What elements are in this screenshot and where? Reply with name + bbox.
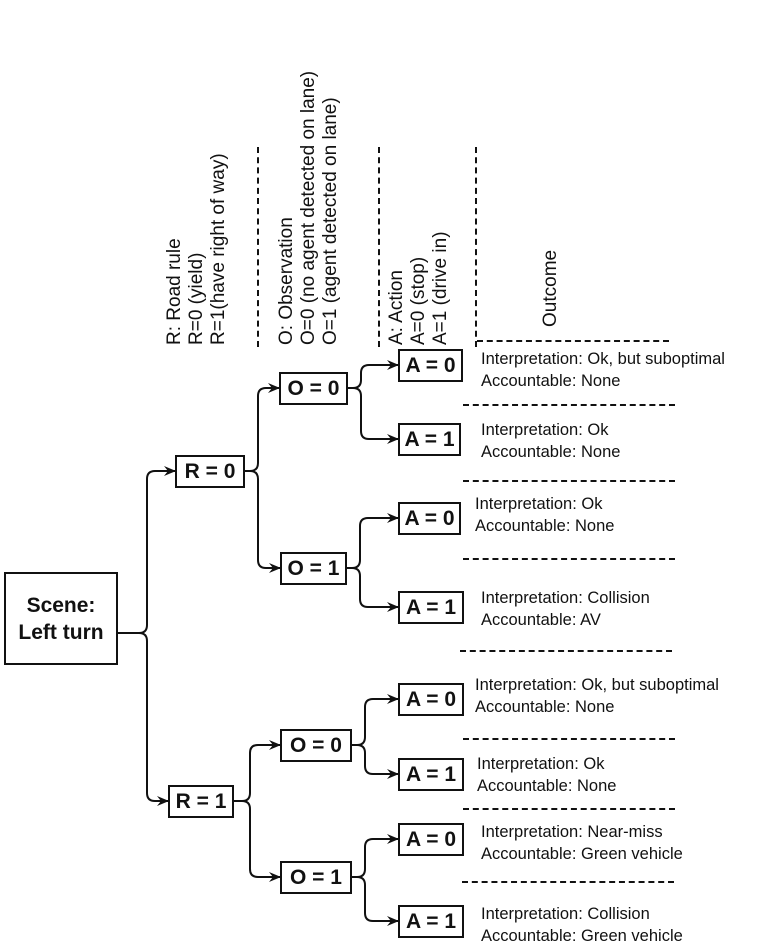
action-node-r1-o1-a0: A = 0 [398, 823, 464, 856]
accountable-text: Accountable: None [481, 372, 621, 390]
interpretation-text: Interpretation: Ok [481, 421, 609, 439]
edge-r0-o1-to-a0 [347, 513, 399, 569]
outcome-5: Interpretation: Ok, but suboptimal Accou… [475, 674, 719, 718]
outcome-separator [463, 558, 675, 560]
action-node-r0-o0-a1: A = 1 [398, 423, 461, 456]
edge-r1-o0-to-a1 [352, 744, 399, 779]
outcome-7: Interpretation: Near-miss Accountable: G… [481, 821, 683, 865]
outcome-3: Interpretation: Ok Accountable: None [475, 493, 614, 537]
scene-node-title: Scene: [26, 593, 96, 617]
road-rule-legend-title: R: Road rule [164, 238, 185, 345]
observation-node-r1-o0: O = 0 [280, 729, 352, 762]
action-node-r0-o0-a0: A = 0 [398, 349, 463, 382]
action-node-r0-o1-a1: A = 1 [398, 591, 464, 624]
interpretation-text: Interpretation: Ok [475, 495, 603, 513]
accountable-text: Accountable: AV [481, 611, 601, 629]
outcome-separator [463, 738, 675, 740]
scene-node-subtitle: Left turn [18, 620, 104, 644]
outcome-6: Interpretation: Ok Accountable: None [477, 753, 616, 797]
observation-legend-o1: O=1 (agent detected on lane) [320, 97, 341, 345]
interpretation-text: Interpretation: Collision [481, 589, 650, 607]
road-rule-legend: R: Road rule R=0 (yield) R=1(have right … [164, 153, 230, 345]
edge-r1-o0-to-a0 [352, 694, 399, 746]
outcome-separator [463, 808, 675, 810]
action-legend-a1: A=1 (drive in) [430, 231, 451, 345]
outcome-4: Interpretation: Collision Accountable: A… [481, 587, 650, 631]
action-node-r1-o0-a1: A = 1 [398, 758, 464, 791]
edge-r0-to-o0 [245, 383, 280, 472]
outcome-separator [463, 480, 675, 482]
edge-r1-to-o0 [234, 740, 281, 802]
edge-r1-o1-to-a0 [352, 834, 399, 878]
action-legend-title: A: Action [386, 270, 407, 345]
outcome-separator [463, 404, 675, 406]
observation-node-r0-o1: O = 1 [280, 552, 347, 585]
observation-legend: O: Observation O=0 (no agent detected on… [276, 71, 342, 345]
observation-node-r1-o1: O = 1 [280, 861, 352, 894]
edge-r0-to-o1 [245, 470, 281, 573]
separator-observation-action [378, 147, 380, 347]
outcome-2: Interpretation: Ok Accountable: None [481, 419, 620, 463]
observation-node-r0-o0: O = 0 [279, 372, 348, 405]
outcome-separator [462, 881, 674, 883]
action-legend-a0: A=0 (stop) [408, 256, 429, 345]
edge-scene-to-r1 [118, 632, 169, 806]
interpretation-text: Interpretation: Near-miss [481, 823, 663, 841]
accountable-text: Accountable: None [475, 517, 615, 535]
scene-node: Scene: Left turn [4, 572, 118, 665]
interpretation-text: Interpretation: Ok, but suboptimal [481, 350, 725, 368]
edge-r1-o1-to-a1 [352, 876, 399, 926]
edge-r1-to-o1 [234, 800, 281, 882]
road-rule-legend-r0: R=0 (yield) [186, 252, 207, 345]
action-node-r1-o1-a1: A = 1 [398, 905, 464, 938]
outcome-8: Interpretation: Collision Accountable: G… [481, 903, 683, 947]
accountable-text: Accountable: Green vehicle [481, 845, 683, 863]
edge-r0-o1-to-a1 [347, 567, 399, 612]
accountable-text: Accountable: None [481, 443, 621, 461]
separator-rule-observation [257, 147, 259, 347]
interpretation-text: Interpretation: Ok, but suboptimal [475, 676, 719, 694]
edge-r0-o0-to-a1 [348, 387, 399, 444]
interpretation-text: Interpretation: Ok [477, 755, 605, 773]
rule-node-r1: R = 1 [168, 785, 234, 818]
separator-action-outcome [475, 147, 477, 347]
accountable-text: Accountable: None [477, 777, 617, 795]
outcome-header-text: Outcome [540, 249, 561, 327]
action-node-r0-o1-a0: A = 0 [398, 502, 461, 535]
interpretation-text: Interpretation: Collision [481, 905, 650, 923]
outcome-separator [477, 340, 669, 342]
edge-scene-to-r0 [118, 466, 176, 634]
observation-legend-o0: O=0 (no agent detected on lane) [298, 70, 319, 345]
observation-legend-title: O: Observation [276, 217, 297, 345]
edge-r0-o0-to-a0 [348, 360, 399, 389]
action-node-r1-o0-a0: A = 0 [398, 683, 464, 716]
road-rule-legend-r1: R=1(have right of way) [208, 153, 229, 345]
rule-node-r0: R = 0 [175, 455, 245, 488]
outcome-1: Interpretation: Ok, but suboptimal Accou… [481, 348, 725, 392]
accountable-text: Accountable: Green vehicle [481, 927, 683, 945]
action-legend: A: Action A=0 (stop) A=1 (drive in) [386, 231, 452, 345]
outcome-separator [460, 650, 672, 652]
outcome-header: Outcome [540, 250, 562, 327]
accountable-text: Accountable: None [475, 698, 615, 716]
